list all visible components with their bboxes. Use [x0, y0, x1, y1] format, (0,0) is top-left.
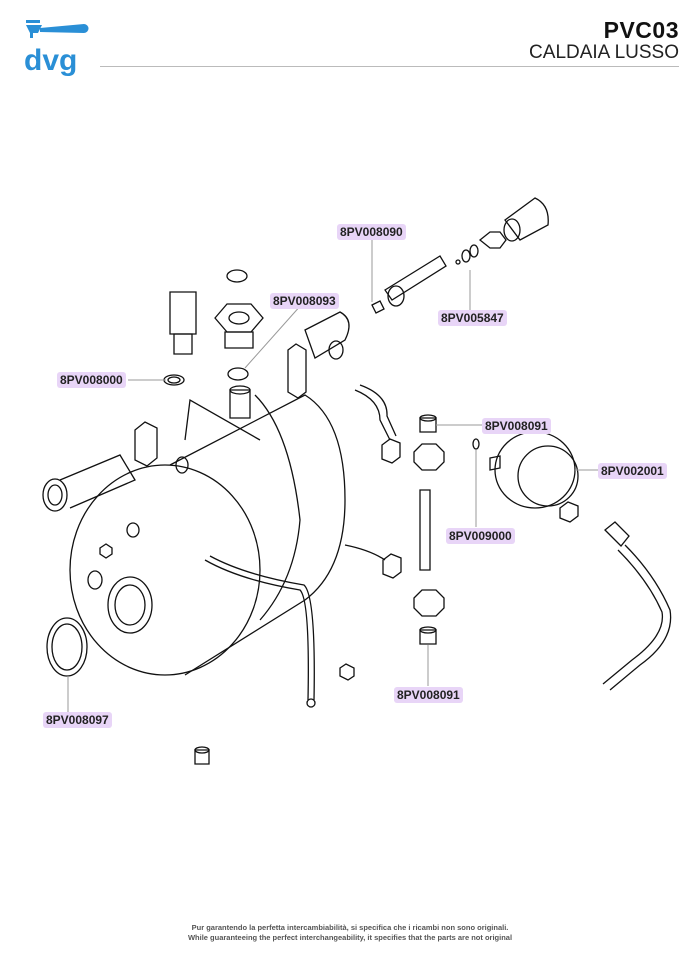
part-label[interactable]: 8PV008093: [270, 293, 339, 309]
valve-assembly: [371, 197, 549, 314]
leader-lines: [67, 240, 598, 712]
dvg-logo: dvg: [24, 20, 89, 77]
part-name-subtitle: CALDAIA LUSSO: [529, 42, 679, 63]
disclaimer-italian: Pur garantendo la perfetta intercambiabi…: [191, 923, 509, 932]
part-label[interactable]: 8PV009000: [446, 528, 515, 544]
boiler-pipes: [184, 384, 397, 708]
part-label[interactable]: 8PV008091: [482, 418, 551, 434]
fittings: [46, 269, 355, 765]
heating-element: [42, 421, 158, 512]
logo-text: dvg: [24, 44, 77, 77]
part-label[interactable]: 8PV008000: [57, 372, 126, 388]
part-code-title: PVC03: [603, 17, 679, 43]
part-label[interactable]: 8PV002001: [598, 463, 667, 479]
part-label[interactable]: 8PV008091: [394, 687, 463, 703]
header-divider: [100, 66, 679, 67]
part-label[interactable]: 8PV008090: [337, 224, 406, 240]
boiler-body: [69, 394, 346, 676]
disclaimer-english: While guaranteeing the perfect interchan…: [187, 933, 513, 942]
part-label[interactable]: 8PV008097: [43, 712, 112, 728]
part-label[interactable]: 8PV005847: [438, 310, 507, 326]
right-column-parts: [381, 414, 480, 645]
